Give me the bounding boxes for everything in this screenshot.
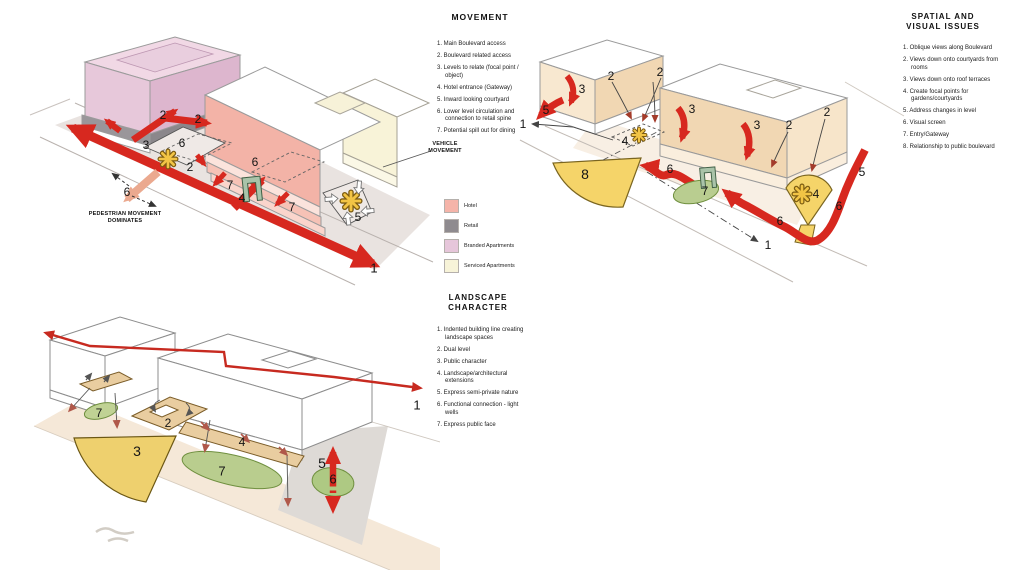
- landscape-title-line2: CHARACTER: [448, 303, 508, 312]
- legend-swatch: [444, 259, 459, 273]
- left-building: [538, 39, 665, 135]
- entry-gateway-area: [672, 166, 720, 205]
- vehicle-label-line1: VEHICLE: [432, 141, 458, 147]
- focal-area-left: [602, 123, 666, 161]
- pedestrian-crossing-arrow: [111, 168, 161, 207]
- movement-key-list: 1. Main Boulevard access 2. Boulevard rel…: [437, 41, 525, 140]
- view-down-arrows: [536, 74, 756, 161]
- legend-swatch: [444, 219, 459, 233]
- movement-title: MOVEMENT: [430, 12, 530, 22]
- key-list-item: 4. Hotel entrance (Gateway): [437, 84, 513, 91]
- key-list-item: 5. Inward looking courtyard: [437, 96, 510, 103]
- key-list-item: 8. Relationship to public boulevard: [903, 144, 995, 150]
- vehicle-leader-line: [382, 150, 432, 168]
- legend-label: Retail: [464, 223, 479, 229]
- legend-row: Retail: [444, 219, 554, 233]
- hotel-gateway: [241, 175, 263, 203]
- leader-arrows: [67, 372, 292, 507]
- legend-label: Serviced Apartments: [464, 263, 515, 269]
- vehicle-label-line2: MOVEMENT: [428, 147, 462, 154]
- spatial-title-line2: VISUAL ISSUES: [906, 22, 980, 31]
- courtyard-sunburst-icon: [342, 192, 360, 210]
- key-list-item: 1. Main Boulevard access: [437, 41, 506, 47]
- legend-row: Hotel: [444, 199, 554, 213]
- key-list-item: 2. Views down onto courtyards from rooms: [903, 57, 999, 71]
- key-list-item: 6. Visual screen: [903, 120, 946, 126]
- green-areas: [83, 402, 355, 497]
- key-list-item: 7. Potential spill out for dining: [437, 128, 516, 134]
- legend-label: Branded Apartments: [464, 243, 515, 249]
- courtyard-sunburst-icon: [794, 186, 810, 202]
- key-list-item: 6. Functional connection - light wells: [437, 402, 519, 416]
- key-list-item: 5. Address changes in level: [903, 108, 977, 114]
- key-list-item: 7. Express public face: [437, 421, 496, 428]
- boulevard-arrow: [65, 123, 381, 269]
- focal-sunburst-icon: [633, 129, 646, 142]
- pedestrian-label-line2: DOMINATES: [107, 217, 143, 224]
- building-line-arrow: [43, 330, 423, 392]
- view-fan-8: [552, 157, 642, 208]
- key-list-item: 1. Oblique views along Boulevard: [903, 45, 993, 51]
- landscape-title-line1: LANDSCAPE: [448, 293, 508, 302]
- key-list-item: 7. Entry/Gateway: [903, 132, 950, 138]
- key-list-item: 4. Landscape/architectural extensions: [437, 370, 508, 385]
- left-building-outline: [48, 316, 177, 417]
- vehicle-movement-label: VEHICLE MOVEMENT: [420, 141, 470, 154]
- movement-diagram-sketch: [29, 36, 434, 286]
- legend-row: Serviced Apartments: [444, 259, 554, 273]
- key-list-item: 1. Indented building line creating lands…: [437, 327, 524, 341]
- movement-title-line1: MOVEMENT: [451, 12, 509, 22]
- focal-point-sunburst-icon: [160, 151, 176, 167]
- legend-row: Branded Apartments: [444, 239, 554, 253]
- spatial-title: SPATIAL AND VISUAL ISSUES: [896, 12, 990, 32]
- key-list-item: 2. Dual level: [437, 346, 471, 353]
- legend-label: Hotel: [464, 203, 477, 209]
- view-leader-lines: [531, 77, 826, 243]
- key-list-item: 6. Lower level circulation and connectio…: [437, 108, 515, 123]
- spatial-title-line1: SPATIAL AND: [911, 12, 975, 21]
- key-list-item: 5. Express semi-private nature: [437, 390, 519, 396]
- legend-swatch: [444, 199, 459, 213]
- key-list-item: 2. Boulevard related access: [437, 53, 512, 59]
- spatial-diagram-sketch: [519, 39, 905, 283]
- key-list-item: 3. Levels to relate (focal point / objec…: [437, 65, 519, 79]
- landscape-diagram-sketch: [33, 316, 440, 570]
- spatial-key-list: 1. Oblique views along Boulevard 2. Views…: [903, 45, 999, 156]
- landscape-title: LANDSCAPE CHARACTER: [430, 293, 526, 313]
- key-list-item: 3. Views down onto roof terraces: [903, 76, 991, 83]
- landscape-key-list: 1. Indented building line creating lands…: [437, 327, 533, 434]
- key-list-item: 4. Create focal points for gardens/court…: [903, 88, 969, 103]
- key-list-item: 3. Public character: [437, 358, 487, 365]
- pedestrian-movement-label: PEDESTRIAN MOVEMENT DOMINATES: [84, 211, 166, 224]
- legend-swatch: [444, 239, 459, 253]
- pedestrian-label-line1: PEDESTRIAN MOVEMENT: [88, 211, 162, 217]
- public-fan-3: [73, 435, 177, 503]
